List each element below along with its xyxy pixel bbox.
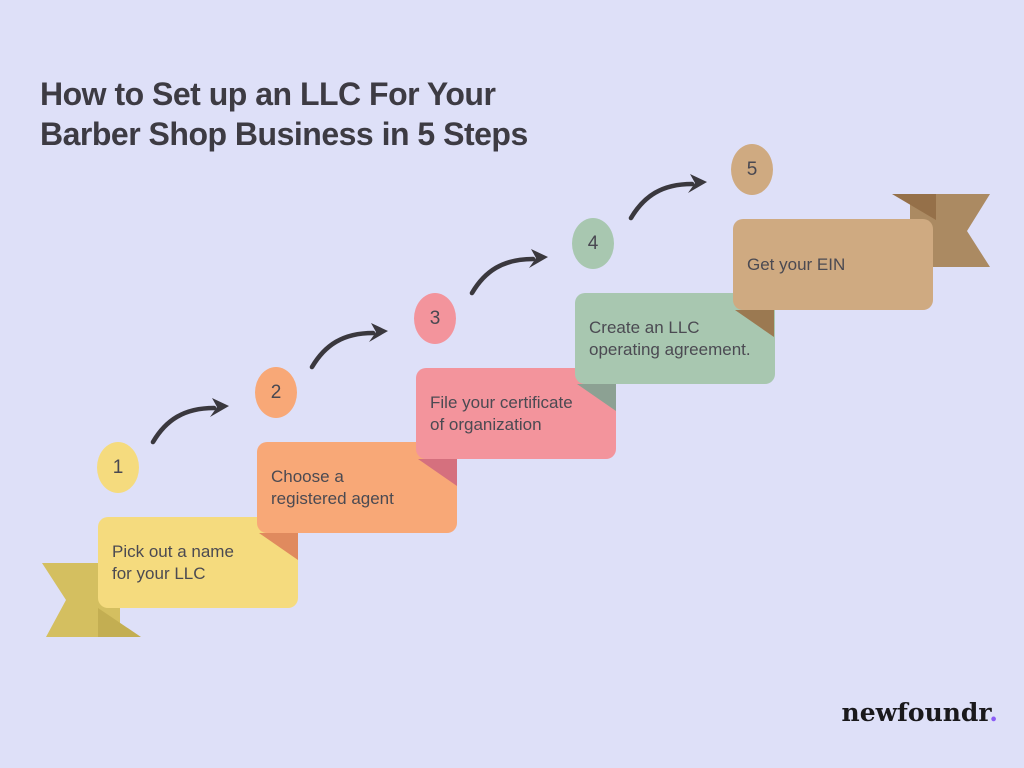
step-3-number: 3 [429, 307, 441, 329]
step-5-number: 5 [746, 158, 758, 180]
arrow-3-icon [469, 249, 548, 296]
step-3-badge: 3 [414, 293, 456, 344]
step-4-badge: 4 [572, 218, 614, 269]
step-5-badge: 5 [731, 144, 773, 195]
step-4-label: Create an LLC operating agreement. [589, 318, 751, 359]
arrow-4-icon [628, 174, 707, 221]
brand-name: newfoundr [841, 698, 990, 727]
page-title: How to Set up an LLC For Your Barber Sho… [40, 76, 528, 152]
step-1-card: Pick out a name for your LLC [98, 517, 298, 608]
step-1-badge: 1 [97, 442, 139, 493]
step-4-number: 4 [587, 232, 599, 254]
left-ribbon-fold [98, 608, 141, 637]
arrow-1-icon [150, 398, 229, 445]
right-ribbon-fold [892, 194, 936, 220]
step-1-number: 1 [112, 456, 124, 478]
brand-logo: newfoundr. [842, 698, 998, 727]
step-2-label: Choose a registered agent [271, 467, 394, 508]
brand-dot: . [989, 698, 998, 727]
step-2-badge: 2 [255, 367, 297, 418]
step-5-label: Get your EIN [747, 254, 846, 274]
step-3-label: File your certificate of organization [430, 393, 573, 434]
step-3-card: File your certificate of organization [416, 368, 616, 459]
step-2-number: 2 [270, 381, 282, 403]
arrow-2-icon [309, 323, 388, 370]
step-1-label: Pick out a name for your LLC [112, 542, 234, 583]
step-5-card: Get your EIN [733, 219, 933, 310]
